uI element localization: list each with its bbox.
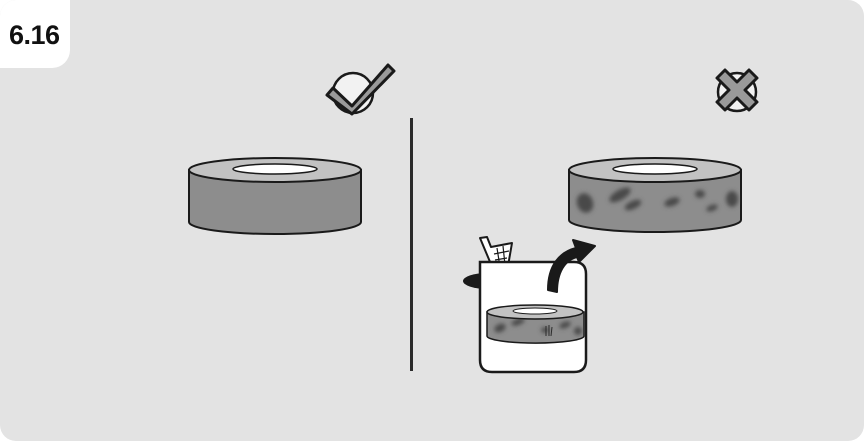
replacement-inset-card	[480, 262, 586, 372]
check-mark-icon	[327, 65, 394, 114]
small-dirty-tape-roll	[487, 305, 584, 343]
dirty-tape-roll	[569, 158, 741, 232]
clean-tape-roll	[189, 158, 361, 234]
cross-mark-icon	[717, 70, 757, 111]
